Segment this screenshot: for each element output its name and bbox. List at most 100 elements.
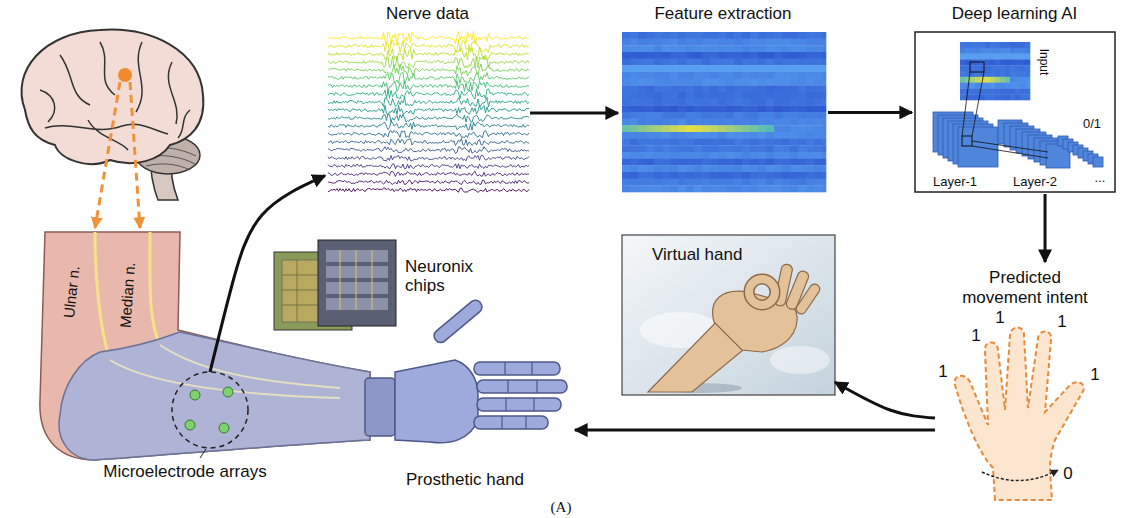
heatmap-cell <box>750 32 758 39</box>
heatmap-cell <box>646 65 654 72</box>
heatmap-cell <box>798 59 806 66</box>
heatmap-cell <box>975 83 980 89</box>
heatmap-cell <box>814 79 822 86</box>
heatmap-cell <box>774 119 782 126</box>
heatmap-cell <box>678 65 686 72</box>
heatmap-cell <box>980 54 985 60</box>
heatmap-cell <box>622 112 630 119</box>
heatmap-cell <box>742 92 750 99</box>
heatmap-cell <box>782 92 790 99</box>
heatmap-cell <box>670 165 678 172</box>
heatmap-cell <box>790 159 798 166</box>
heatmap-cell <box>782 172 790 179</box>
heatmap-cell <box>806 112 814 119</box>
heatmap-cell <box>654 145 662 152</box>
hand-outline <box>955 328 1084 501</box>
heatmap-cell <box>686 92 694 99</box>
nerve-trace <box>328 56 529 68</box>
heatmap-cell <box>710 172 718 179</box>
figure-label: 1 <box>971 327 980 346</box>
heatmap-cell <box>798 92 806 99</box>
heatmap-cell <box>990 65 995 71</box>
heatmap-cell <box>806 92 814 99</box>
heatmap-cell <box>1020 54 1025 60</box>
heatmap-cell <box>798 132 806 139</box>
figure-label: Median n. <box>117 262 138 329</box>
heatmap-cell <box>670 119 678 126</box>
heatmap-cell <box>742 52 750 59</box>
brain-gyri <box>40 42 190 150</box>
heatmap-cell <box>798 39 806 46</box>
heatmap-cell <box>654 159 662 166</box>
heatmap-cells <box>622 32 826 192</box>
heatmap-cell <box>686 72 694 79</box>
heatmap-cell <box>798 139 806 146</box>
heatmap-cell <box>622 85 630 92</box>
heatmap-cell <box>798 179 806 186</box>
chip-block <box>326 250 388 262</box>
heatmap-cell <box>822 159 826 166</box>
heatmap-cell <box>734 59 742 66</box>
heatmap-cell <box>654 152 662 159</box>
electrode-node: Microelectrode arrays <box>60 372 310 482</box>
heatmap-cell <box>678 172 686 179</box>
heatmap-cell <box>726 72 734 79</box>
heatmap-cell <box>806 159 814 166</box>
heatmap-cell <box>980 65 985 71</box>
heatmap-cell <box>750 105 758 112</box>
heatmap-cell <box>694 145 702 152</box>
heatmap-cell <box>750 139 758 146</box>
nerve-signal-arrows <box>95 82 140 228</box>
heatmap-cell <box>1020 88 1025 94</box>
figure-label: ... <box>1095 171 1106 185</box>
figure-label: Layer-1 <box>933 175 977 189</box>
heatmap-cell <box>702 52 710 59</box>
heatmap-cell <box>686 159 694 166</box>
heatmap-cell <box>975 48 980 54</box>
heatmap-cell <box>622 72 630 79</box>
nerve-in-socket <box>110 345 340 398</box>
heatmap-cell <box>1010 83 1015 89</box>
heatmap-cell <box>726 132 734 139</box>
heatmap-cell <box>646 112 654 119</box>
heatmap-cell <box>742 72 750 79</box>
heatmap-cell <box>718 59 726 66</box>
heatmap-cell <box>702 159 710 166</box>
heatmap-cell <box>702 32 710 39</box>
kernel <box>962 136 972 146</box>
heatmap-cell <box>782 119 790 126</box>
heatmap-cell <box>790 45 798 52</box>
heatmap-cell <box>638 159 646 166</box>
heatmap-cell <box>1005 59 1010 65</box>
heatmap-cell <box>782 85 790 92</box>
heatmap-cell <box>766 172 774 179</box>
heatmap-cell <box>985 71 990 77</box>
heatmap-cell <box>710 152 718 159</box>
heatmap-cell <box>814 139 822 146</box>
heatmap-cell <box>742 152 750 159</box>
heatmap-cell <box>726 179 734 186</box>
heatmap-cell <box>774 159 782 166</box>
heatmap-cell <box>662 65 670 72</box>
heatmap-cell <box>766 179 774 186</box>
heatmap-cell <box>782 52 790 59</box>
heatmap-cell <box>686 145 694 152</box>
heatmap-cell <box>758 132 766 139</box>
heatmap-cell <box>662 145 670 152</box>
heatmap-cell <box>622 92 630 99</box>
heatmap-cell <box>726 85 734 92</box>
input-heatmap <box>960 42 1030 100</box>
heatmap-cell <box>782 45 790 52</box>
heatmap-cell <box>726 92 734 99</box>
heatmap-cell <box>758 65 766 72</box>
heatmap-cell <box>630 39 638 46</box>
heatmap-cell <box>814 145 822 152</box>
heatmap-cell <box>742 99 750 106</box>
heatmap-cell <box>758 52 766 59</box>
heatmap-cell <box>718 145 726 152</box>
heatmap-cell <box>1000 48 1005 54</box>
heatmap-cell <box>654 172 662 179</box>
heatmap-cell <box>622 45 630 52</box>
nerve-trace <box>328 138 529 145</box>
